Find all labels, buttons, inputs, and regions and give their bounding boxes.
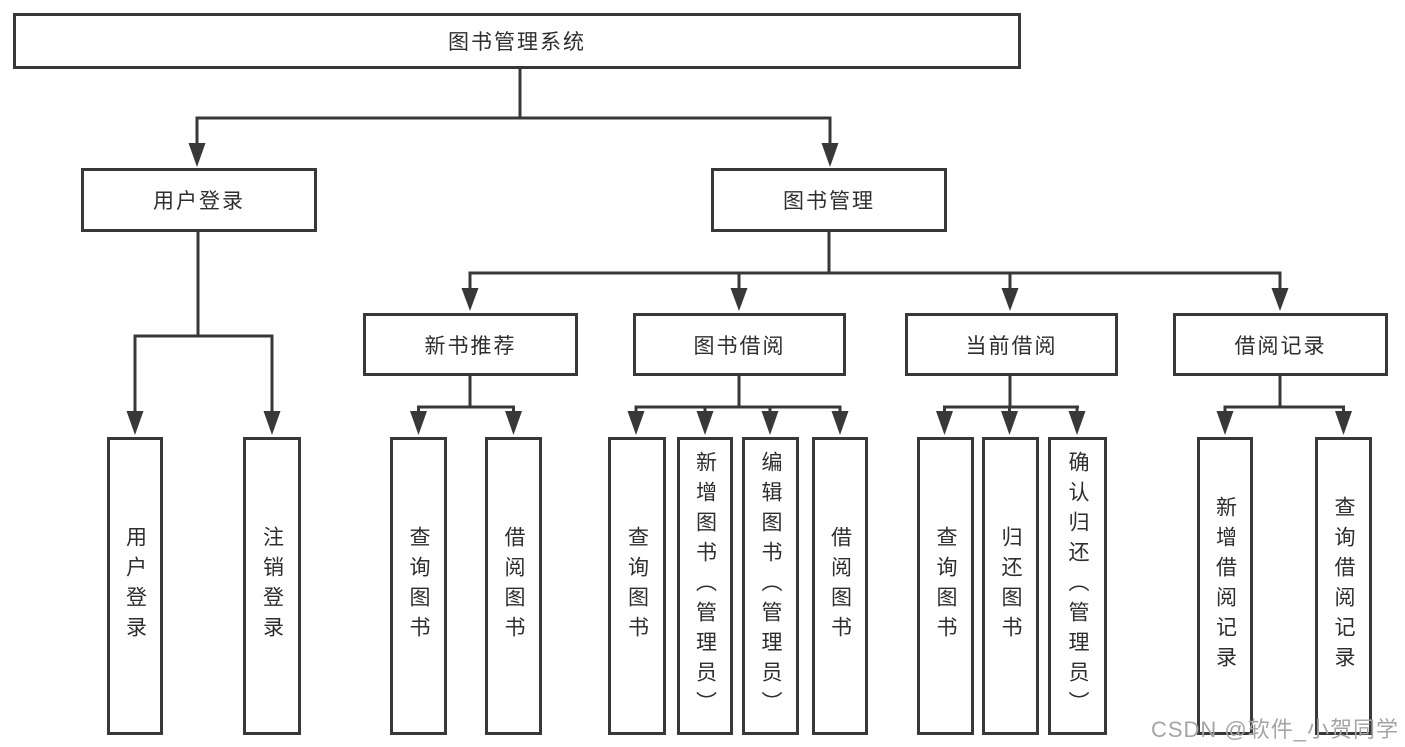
csdn-watermark: CSDN @软件_小贺同学: [1150, 717, 1399, 742]
node-book-management: 图书管理: [711, 168, 947, 232]
leaf-current-confirm-return-admin: 确认归还（管理员）: [1048, 437, 1107, 735]
leaf-borrow-edit-books-admin: 编辑图书（管理员）: [742, 437, 799, 735]
node-label: 新书推荐: [424, 334, 517, 358]
node-label: 借阅记录: [1234, 334, 1327, 358]
node-label: 借阅图书: [502, 526, 525, 646]
leaf-current-query-books: 查询图书: [917, 437, 974, 735]
leaf-query-borrow-record: 查询借阅记录: [1315, 437, 1372, 735]
leaf-borrow-query-books: 查询图书: [608, 437, 666, 735]
node-current-borrowing: 当前借阅: [905, 313, 1118, 376]
leaf-logout-login: 注销登录: [243, 437, 301, 735]
node-label: 确认归还（管理员）: [1066, 451, 1089, 721]
node-label: 查询图书: [407, 526, 430, 646]
node-label: 归还图书: [999, 526, 1022, 646]
node-label: 查询图书: [934, 526, 957, 646]
node-label: 查询图书: [625, 526, 649, 646]
node-book-borrowing: 图书借阅: [633, 313, 846, 376]
node-label: 注销登录: [260, 526, 284, 646]
node-new-book-recommendation: 新书推荐: [363, 313, 578, 376]
leaf-new-book-query-books: 查询图书: [390, 437, 447, 735]
leaf-borrow-add-books-admin: 新增图书（管理员）: [677, 437, 733, 735]
node-label: 新增借阅记录: [1213, 496, 1237, 676]
leaf-new-book-borrow-books: 借阅图书: [485, 437, 542, 735]
leaf-borrow-borrow-books: 借阅图书: [812, 437, 868, 735]
node-borrowing-records: 借阅记录: [1173, 313, 1388, 376]
node-library-management-system: 图书管理系统: [13, 13, 1021, 69]
node-label: 图书管理: [783, 190, 875, 213]
node-label: 新增图书（管理员）: [693, 451, 717, 721]
node-label: 借阅图书: [828, 526, 852, 646]
node-label: 用户登录: [123, 526, 147, 646]
node-user-login: 用户登录: [81, 168, 317, 232]
node-label: 查询借阅记录: [1332, 496, 1355, 676]
node-label: 图书管理系统: [448, 31, 586, 54]
node-label: 用户登录: [153, 190, 245, 213]
node-label: 编辑图书（管理员）: [759, 451, 782, 721]
leaf-user-login: 用户登录: [107, 437, 163, 735]
leaf-current-return-books: 归还图书: [982, 437, 1039, 735]
node-label: 当前借阅: [965, 334, 1058, 358]
leaf-add-borrow-record: 新增借阅记录: [1197, 437, 1253, 735]
node-label: 图书借阅: [693, 334, 786, 358]
